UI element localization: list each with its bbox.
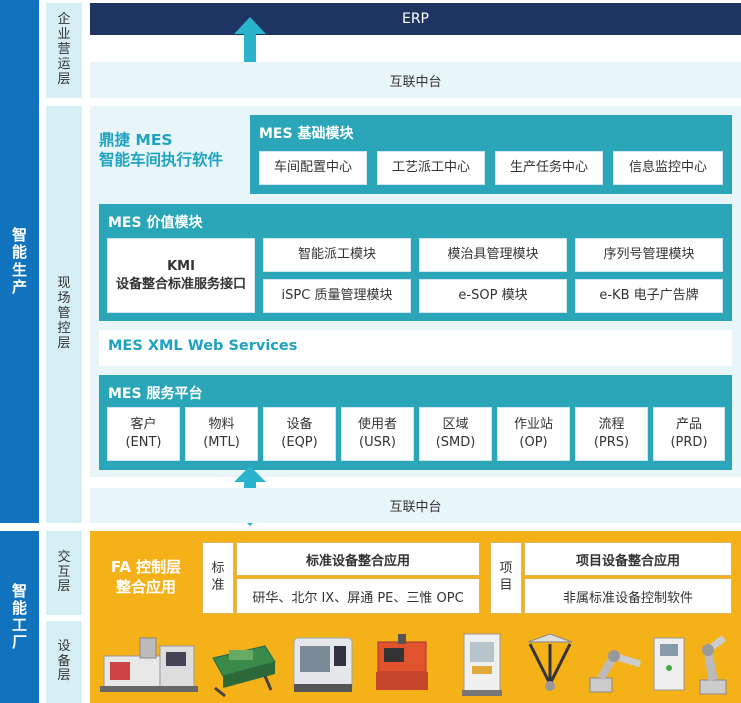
service-item-name: 物料 bbox=[208, 417, 235, 433]
automation-cell-icon bbox=[462, 633, 502, 696]
robot-arm-icon bbox=[589, 650, 642, 693]
value-item-4: iSPC 质量管理模块 bbox=[263, 279, 411, 313]
equipment-layer-text: 设备层 bbox=[57, 638, 71, 684]
erp-label: ERP bbox=[401, 11, 429, 27]
injection-molding-machine-icon bbox=[100, 637, 198, 692]
service-item-code: (SMD) bbox=[435, 435, 476, 450]
value-item-5: e-SOP 模块 bbox=[419, 279, 567, 313]
xml-services-label: MES XML Web Services bbox=[108, 338, 298, 354]
service-item-ent: 客户 (ENT) bbox=[107, 407, 180, 461]
service-item-code: (OP) bbox=[519, 435, 548, 450]
brand-line1: 鼎捷 MES bbox=[99, 131, 173, 149]
standard-tag: 标准 bbox=[202, 542, 234, 614]
enterprise-layer-text: 企业营运层 bbox=[57, 12, 71, 87]
basic-item-4: 信息监控中心 bbox=[613, 151, 723, 185]
value-item-6: e-KB 电子广告牌 bbox=[575, 279, 723, 313]
service-item-name: 客户 bbox=[130, 417, 157, 433]
smart-production-label: 智能生产 bbox=[12, 226, 28, 296]
service-item-name: 使用者 bbox=[357, 417, 397, 433]
service-item-code: (PRS) bbox=[593, 435, 630, 450]
brand-line2: 智能车间执行软件 bbox=[99, 151, 224, 170]
service-item-name: 产品 bbox=[675, 417, 702, 433]
standard-tag-text: 标准 bbox=[211, 561, 225, 593]
industrial-robot-icon bbox=[699, 635, 727, 695]
smart-factory-label: 智能工厂 bbox=[12, 581, 28, 652]
service-item-code: (MTL) bbox=[203, 435, 240, 450]
project-tag: 项目 bbox=[490, 542, 522, 614]
service-item-usr: 使用者 (USR) bbox=[341, 407, 414, 461]
smart-factory-bar: 智能工厂 bbox=[0, 531, 39, 703]
service-item-prd: 产品 (PRD) bbox=[653, 407, 725, 461]
controller-cabinet-icon bbox=[653, 637, 685, 691]
cnc-lathe-icon bbox=[293, 637, 353, 692]
value-module-panel: MES 价值模块 KMI 设备整合标准服务接口 智能派工模块 模治具管理模块 序… bbox=[99, 204, 732, 321]
field-layer-text: 现场管控层 bbox=[57, 276, 71, 351]
hub-bottom-label: 互联中台 bbox=[389, 500, 442, 515]
project-head: 项目设备整合应用 bbox=[524, 542, 732, 576]
project-body: 非属标准设备控制软件 bbox=[524, 578, 732, 614]
service-item-prs: 流程 (PRS) bbox=[575, 407, 648, 461]
hub-bottom-bar: 互联中台 bbox=[90, 488, 741, 523]
equipment-layer-label: 设备层 bbox=[46, 621, 82, 703]
service-item-code: (EQP) bbox=[281, 435, 318, 450]
service-item-code: (PRD) bbox=[670, 435, 708, 450]
band-saw-icon bbox=[376, 634, 428, 690]
value-item-1: 智能派工模块 bbox=[263, 238, 411, 272]
fa-title-line2: 整合应用 bbox=[115, 578, 176, 597]
service-item-name: 流程 bbox=[598, 417, 625, 433]
service-item-eqp: 设备 (EQP) bbox=[263, 407, 336, 461]
service-item-mtl: 物料 (MTL) bbox=[185, 407, 258, 461]
project-tag-text: 项目 bbox=[499, 561, 513, 593]
field-layer-label: 现场管控层 bbox=[46, 106, 82, 523]
interaction-layer-text: 交互层 bbox=[57, 549, 71, 595]
value-module-title: MES 价值模块 bbox=[108, 215, 203, 231]
service-item-smd: 区域 (SMD) bbox=[419, 407, 492, 461]
enterprise-layer-label: 企业营运层 bbox=[46, 3, 82, 98]
hub-top-bar: 互联中台 bbox=[90, 62, 741, 98]
kmi-title: KMI bbox=[167, 258, 195, 274]
fa-title-line1: FA 控制层 bbox=[110, 558, 182, 576]
basic-item-1: 车间配置中心 bbox=[259, 151, 367, 185]
smart-production-bar: 智能生产 bbox=[0, 0, 39, 523]
service-item-name: 设备 bbox=[286, 417, 313, 433]
service-item-name: 区域 bbox=[442, 417, 469, 433]
erp-bar: ERP bbox=[90, 3, 741, 35]
value-item-2: 模治具管理模块 bbox=[419, 238, 567, 272]
brand-title: 鼎捷 MES 智能车间执行软件 bbox=[99, 130, 249, 170]
value-item-3: 序列号管理模块 bbox=[575, 238, 723, 272]
basic-module-title: MES 基础模块 bbox=[259, 126, 354, 142]
service-item-code: (USR) bbox=[359, 435, 396, 450]
kmi-box: KMI 设备整合标准服务接口 bbox=[107, 238, 255, 313]
hub-top-label: 互联中台 bbox=[389, 74, 442, 90]
cutting-machine-icon bbox=[212, 645, 276, 698]
xml-services-bar: MES XML Web Services bbox=[99, 330, 732, 366]
kmi-subtitle: 设备整合标准服务接口 bbox=[115, 276, 246, 292]
service-item-op: 作业站 (OP) bbox=[497, 407, 570, 461]
service-platform-title: MES 服务平台 bbox=[108, 386, 203, 402]
service-item-name: 作业站 bbox=[513, 417, 553, 433]
basic-item-2: 工艺派工中心 bbox=[377, 151, 485, 185]
standard-body: 研华、北尔 IX、屏通 PE、三惟 OPC bbox=[236, 578, 480, 614]
interaction-layer-label: 交互层 bbox=[46, 531, 82, 615]
standard-head: 标准设备整合应用 bbox=[236, 542, 480, 576]
basic-module-panel: MES 基础模块 车间配置中心 工艺派工中心 生产任务中心 信息监控中心 bbox=[250, 115, 732, 194]
basic-item-3: 生产任务中心 bbox=[495, 151, 603, 185]
service-item-code: (ENT) bbox=[125, 435, 162, 450]
delta-robot-icon bbox=[527, 633, 573, 691]
fa-title: FA 控制层 整合应用 bbox=[96, 557, 196, 598]
